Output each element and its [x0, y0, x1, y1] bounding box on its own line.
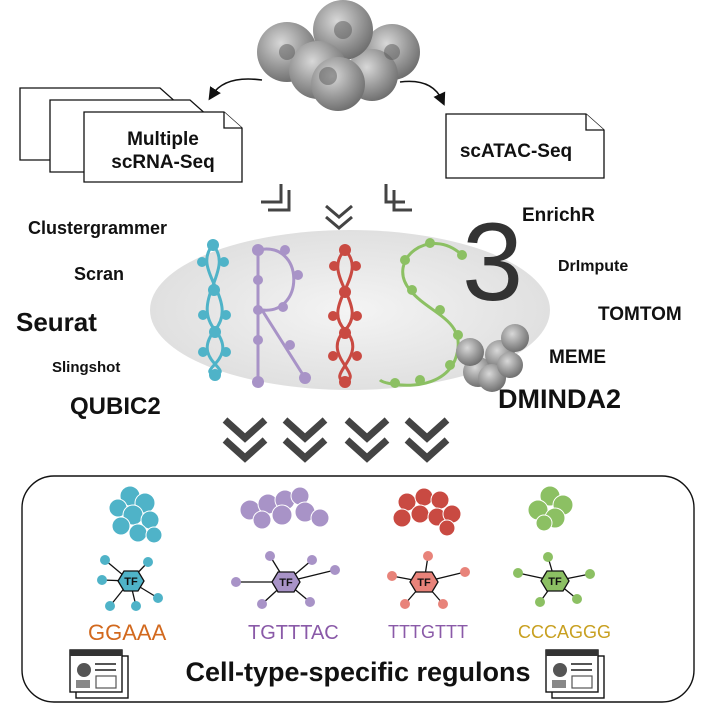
big-chevrons-icon — [222, 417, 450, 463]
report-icon-right — [545, 649, 605, 699]
top-cell-cluster — [257, 0, 420, 111]
scrna-label-line1: Multiple — [127, 129, 199, 150]
motif-logo-4: CCCAGGG — [518, 622, 612, 642]
bracket-right-outer — [384, 184, 405, 204]
gray-cell-cluster — [456, 324, 529, 392]
tool-clustergrammer: Clustergrammer — [28, 218, 168, 238]
scatac-label: scATAC-Seq — [459, 141, 573, 162]
logo-version-digit: 3 — [462, 201, 523, 324]
bracket-right-inner — [392, 190, 412, 212]
report-icon-left — [69, 649, 129, 699]
scatac-document — [445, 113, 605, 179]
scrna-label-line2: scRNA-Seq — [111, 152, 215, 173]
tf-network-red — [387, 551, 470, 609]
iris-ellipse — [150, 230, 550, 390]
tool-seurat: Seurat — [16, 307, 97, 337]
tool-qubic2: QUBIC2 — [70, 393, 161, 420]
arrow-to-scatac — [399, 80, 446, 106]
tf-network-purple — [231, 551, 340, 609]
cell-cluster-green — [527, 485, 574, 532]
tf-network-green — [513, 552, 595, 607]
tool-tomtom: TOMTOM — [598, 304, 682, 325]
logo-letter-i-red — [328, 244, 362, 388]
tool-enrichr: EnrichR — [522, 205, 595, 226]
logo-letter-r — [252, 244, 311, 388]
bracket-left-outer — [261, 184, 283, 204]
logo-letter-i — [197, 239, 231, 381]
tf-label-purple: TF — [279, 577, 293, 589]
cell-cluster-purple — [239, 486, 330, 530]
motif-logo-2: TGTTTAC — [248, 622, 339, 644]
arrow-to-scrna — [208, 78, 263, 101]
scrna-documents — [19, 87, 243, 183]
tool-drimpute: DrImpute — [558, 258, 629, 275]
tf-label-green: TF — [548, 576, 562, 588]
bracket-left-inner — [268, 190, 291, 212]
tool-dminda2: DMINDA2 — [498, 384, 622, 414]
tool-meme: MEME — [549, 347, 606, 368]
cell-cluster-blue — [108, 485, 163, 544]
result-title: Cell-type-specific regulons — [185, 657, 531, 687]
tf-network-blue — [97, 555, 163, 611]
scrna-label: Multiple scRNA-Seq — [100, 128, 226, 174]
motif-logo-1: GGAAA — [88, 620, 167, 645]
motif-logo-3: TTTGTTT — [388, 622, 468, 642]
logo-letter-s — [378, 238, 467, 388]
tf-label-red: TF — [417, 577, 431, 589]
tool-slingshot: Slingshot — [52, 359, 121, 376]
small-chevron-icon — [325, 204, 353, 230]
cell-cluster-red — [392, 487, 462, 537]
results-box — [21, 475, 695, 703]
tf-label-blue: TF — [124, 576, 138, 588]
tool-scran: Scran — [74, 264, 125, 284]
